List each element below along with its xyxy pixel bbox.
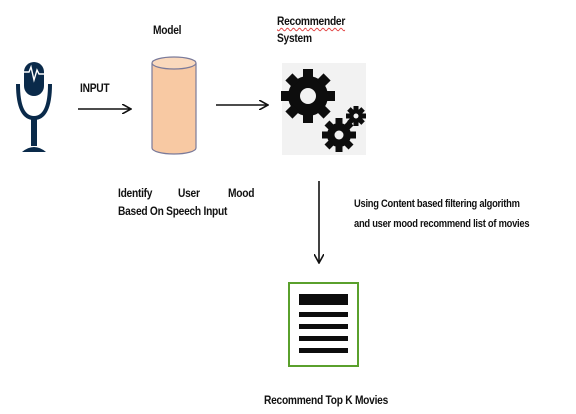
database-cylinder-icon xyxy=(151,56,197,155)
identify-word-1: Identify xyxy=(118,186,153,200)
algorithm-label-line2: and user mood recommend list of movies xyxy=(354,218,530,230)
recommender-label-line1: Recommender xyxy=(277,14,346,28)
microphone-icon xyxy=(16,62,52,152)
identify-label-line2: Based On Speech Input xyxy=(118,204,228,218)
algorithm-label-line1: Using Content based filtering algorithm xyxy=(354,198,520,210)
identify-word-2: User xyxy=(178,186,200,200)
recommend-top-k-label: Recommend Top K Movies xyxy=(264,393,388,407)
recommender-label-line2: System xyxy=(277,31,312,45)
gears-icon xyxy=(281,63,366,155)
identify-word-3: Mood xyxy=(228,186,255,200)
model-label: Model xyxy=(153,23,182,37)
document-list-icon xyxy=(288,282,359,367)
input-label: INPUT xyxy=(80,81,110,95)
